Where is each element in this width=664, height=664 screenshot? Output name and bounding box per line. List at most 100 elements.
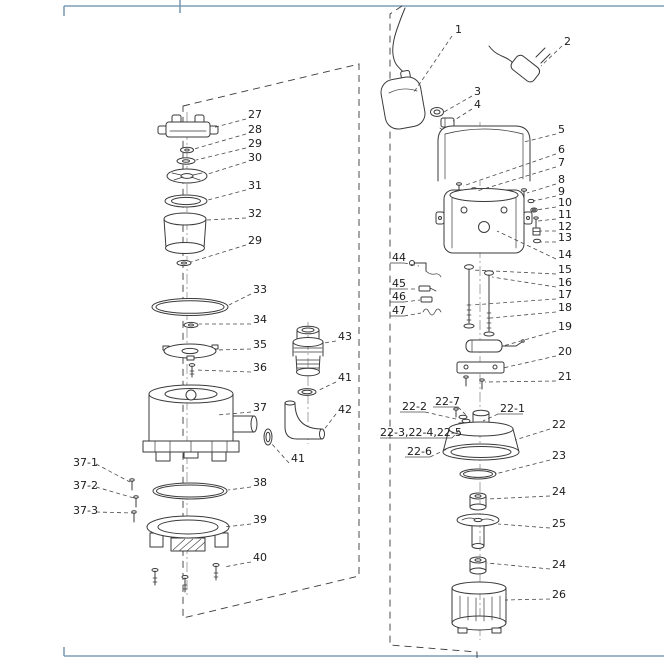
callout-32: 32 [248, 207, 262, 220]
part-37-1-2-3-screws [129, 478, 139, 523]
callout-31: 31 [248, 179, 262, 192]
callout-labels: 1 2 3 4 5 6 7 8 9 10 11 12 13 14 15 16 1… [73, 23, 572, 601]
callout-3: 3 [474, 85, 481, 98]
callout-22-1: 22-1 [500, 402, 525, 415]
leader-lines [95, 35, 563, 601]
part-44-sensor-bracket [409, 260, 442, 278]
part-26-strainer-base [451, 581, 507, 634]
callout-39: 39 [253, 513, 267, 526]
callout-25: 25 [552, 517, 566, 530]
part-24a-bushing [469, 492, 487, 511]
part-34-washer [183, 321, 199, 329]
callout-24b: 24 [552, 558, 566, 571]
callout-37-1: 37-1 [73, 456, 98, 469]
part-2-power-plug [488, 45, 551, 83]
part-37-pump-housing [142, 384, 258, 462]
part-25-impeller [456, 513, 500, 549]
part-43-hose-adapter [292, 325, 324, 377]
part-46-terminal [420, 296, 433, 303]
part-19-capacitor [465, 339, 525, 353]
callout-11: 11 [558, 208, 572, 221]
callout-44: 44 [392, 251, 406, 264]
part-23-o-ring [459, 468, 497, 480]
callout-22: 22 [552, 418, 566, 431]
part-14-motor-housing [435, 188, 533, 254]
callout-30: 30 [248, 151, 262, 164]
callout-7: 7 [558, 156, 565, 169]
callout-21: 21 [558, 370, 572, 383]
callout-29b: 29 [248, 234, 262, 247]
callout-37-2: 37-2 [73, 479, 98, 492]
callout-45: 45 [392, 277, 406, 290]
callout-13: 13 [558, 231, 572, 244]
callout-1: 1 [455, 23, 462, 36]
page-rules [63, 0, 664, 657]
callout-33: 33 [253, 283, 267, 296]
part-29-washer [176, 157, 196, 165]
callout-4: 4 [474, 98, 481, 111]
callout-42: 42 [338, 403, 352, 416]
callout-24: 24 [552, 485, 566, 498]
part-5-outer-casing [437, 125, 531, 182]
callout-22-6: 22-6 [407, 445, 432, 458]
callout-20: 20 [558, 345, 572, 358]
part-42-elbow [284, 400, 325, 440]
part-15-18-bolts [463, 264, 495, 337]
callout-34: 34 [253, 313, 267, 326]
callout-37: 37 [253, 401, 267, 414]
part-45-terminal [418, 285, 437, 292]
part-22-diffuser [442, 409, 520, 461]
callout-29: 29 [248, 137, 262, 150]
callout-46: 46 [392, 290, 406, 303]
part-33-large-gasket [151, 298, 229, 316]
part-40-screws [151, 563, 220, 593]
callout-15: 15 [558, 263, 572, 276]
callout-9: 9 [558, 185, 565, 198]
callout-23: 23 [552, 449, 566, 462]
left-assembly [129, 114, 325, 593]
right-assembly [380, 7, 551, 634]
callout-17: 17 [558, 288, 572, 301]
callout-40: 40 [253, 551, 267, 564]
part-24b-bushing [469, 556, 487, 575]
callout-5: 5 [558, 123, 565, 136]
callout-41b: 41 [291, 452, 305, 465]
part-3-gland-ring [430, 107, 444, 117]
callout-27: 27 [248, 108, 262, 121]
part-27-top-cap [157, 114, 219, 138]
callout-22-7: 22-7 [435, 395, 460, 408]
callout-43: 43 [338, 330, 352, 343]
callout-28: 28 [248, 123, 262, 136]
callout-41: 41 [338, 371, 352, 384]
boundary-right-assembly [389, 5, 478, 658]
callout-19: 19 [558, 320, 572, 333]
callout-47: 47 [392, 304, 406, 317]
callout-2: 2 [564, 35, 571, 48]
callout-8: 8 [558, 173, 565, 186]
part-41a-seal-ring [297, 388, 317, 396]
callout-16: 16 [558, 276, 572, 289]
callout-6: 6 [558, 143, 565, 156]
center-axes [186, 112, 481, 640]
part-20-plate [456, 361, 505, 374]
part-36-screw [188, 363, 196, 378]
callout-37-3: 37-3 [73, 504, 98, 517]
part-47-spring [422, 308, 442, 316]
part-29b-washer [176, 259, 192, 267]
callout-35: 35 [253, 338, 267, 351]
callout-36: 36 [253, 361, 267, 374]
part-21-screws [463, 375, 485, 390]
part-1-float-switch [380, 7, 426, 130]
part-32-cup [163, 212, 207, 254]
part-41b-seal-ring [263, 428, 273, 446]
part-31-ring [164, 194, 208, 208]
part-38-o-ring [152, 482, 228, 500]
callout-22-3-4-5: 22-3,22-4,22-5 [380, 426, 462, 439]
part-30-fan-disc [166, 168, 208, 184]
callout-12: 12 [558, 220, 572, 233]
part-35-tabbed-plate [162, 343, 219, 361]
callout-22-2: 22-2 [402, 400, 427, 413]
callout-14: 14 [558, 248, 572, 261]
